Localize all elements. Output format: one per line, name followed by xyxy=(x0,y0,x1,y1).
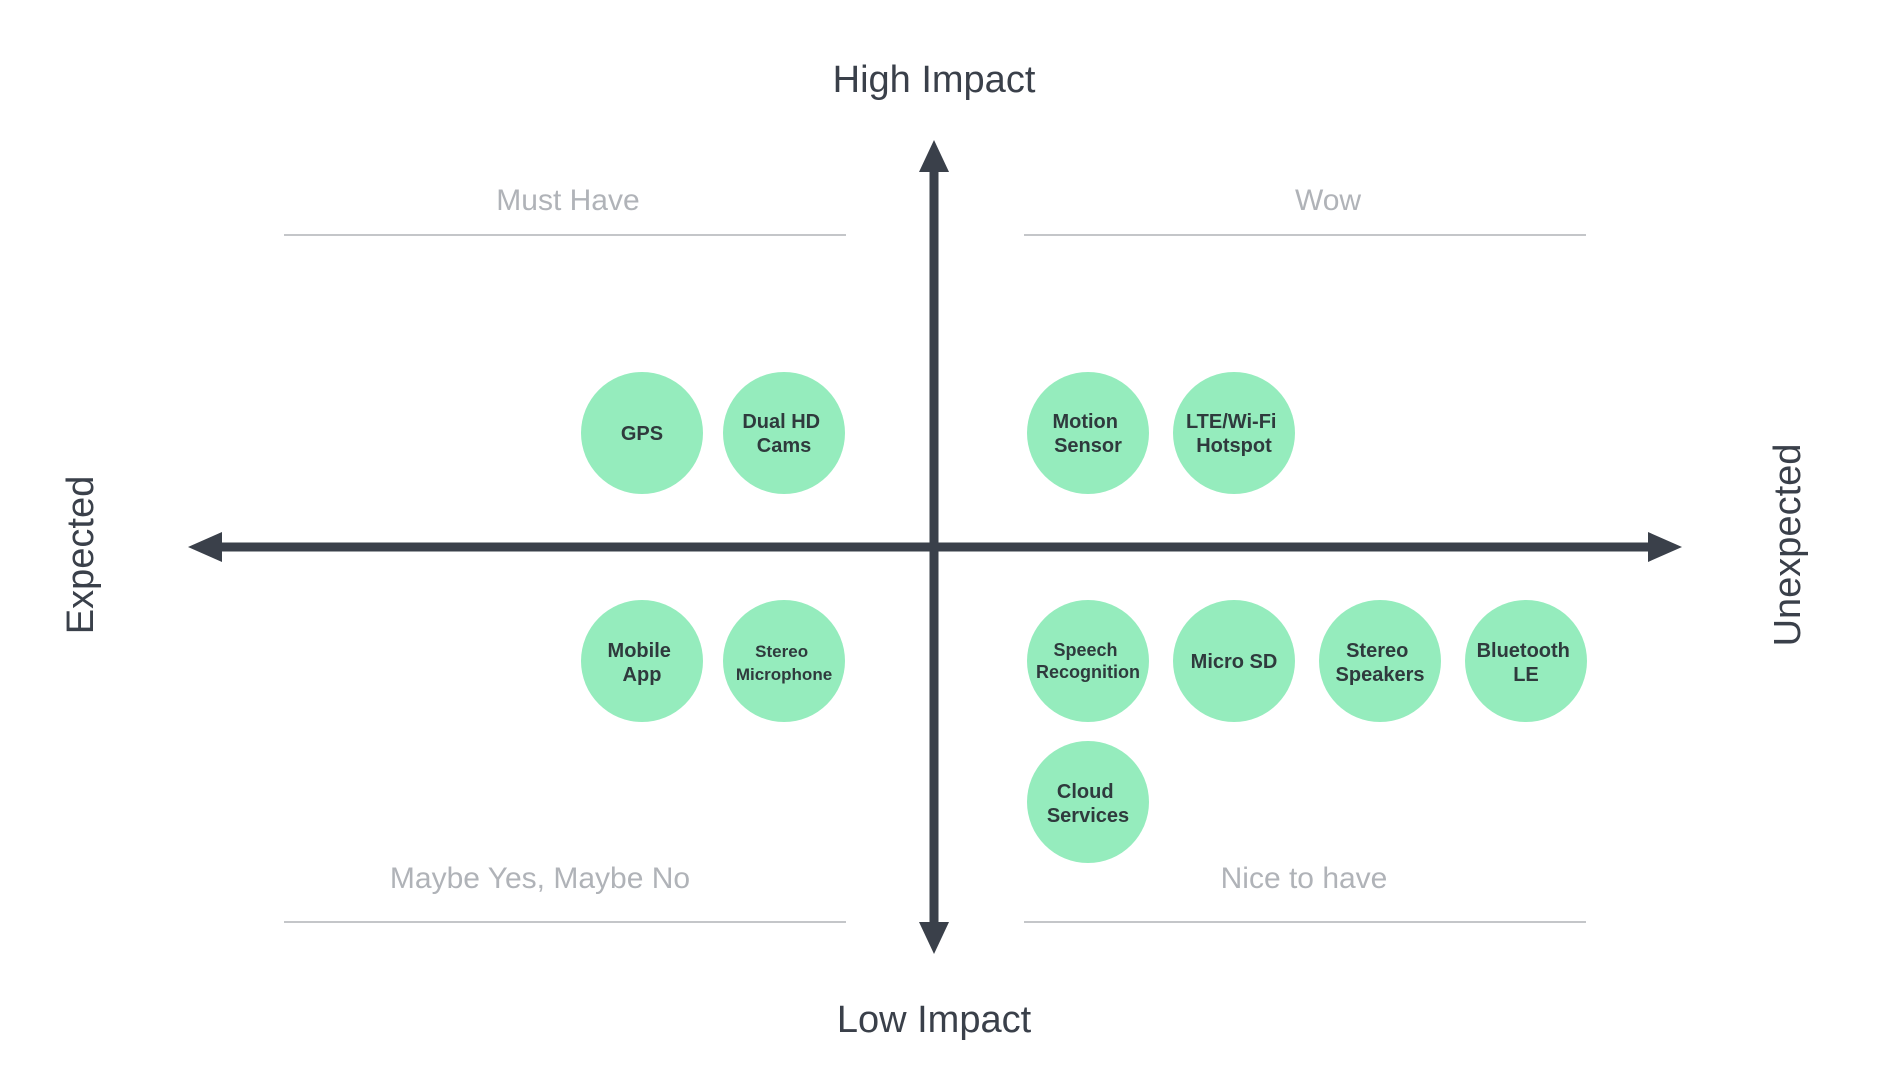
feature-bubble-stereo-microphone: Stereo Microphone xyxy=(723,600,845,722)
svg-text:Micro SD: Micro SD xyxy=(1191,651,1278,673)
svg-text:Stereo Speakers: Stereo Speakers xyxy=(1336,640,1425,686)
svg-text:Stereo Microphone: Stereo Microphone xyxy=(736,642,832,684)
feature-bubble-gps: GPS xyxy=(581,372,703,494)
feature-label-dual-hd-cams-line2: Cams xyxy=(757,435,811,457)
quadrant-title-maybe: Maybe Yes, Maybe No xyxy=(390,862,690,895)
axis-label-high-impact: High Impact xyxy=(833,59,1036,101)
feature-label-dual-hd-cams-line1: Dual HD xyxy=(742,411,820,433)
svg-text:LTE/Wi-Fi Hotspot: LTE/Wi-Fi Hotspot xyxy=(1186,411,1282,457)
feature-label-micro-sd: Micro SD xyxy=(1191,651,1278,673)
feature-label-stereo-speakers-line2: Speakers xyxy=(1336,664,1425,686)
quadrant-title-wow: Wow xyxy=(1295,184,1361,217)
feature-label-motion-sensor-line2: Sensor xyxy=(1054,435,1122,457)
feature-label-cloud-services-line1: Cloud xyxy=(1057,781,1114,803)
svg-text:Cloud Services: Cloud Services xyxy=(1047,781,1129,827)
feature-bubble-speech-recognition: Speech Recognition xyxy=(1027,600,1149,722)
svg-text:Bluetooth LE: Bluetooth LE xyxy=(1477,640,1576,686)
feature-label-speech-recognition-line1: Speech xyxy=(1053,640,1117,660)
feature-bubble-mobile-app: Mobile App xyxy=(581,600,703,722)
feature-bubble-motion-sensor: Motion Sensor xyxy=(1027,372,1149,494)
svg-text:Speech Recognition: Speech Recognition xyxy=(1036,640,1140,682)
svg-text:Dual HD Cams: Dual HD Cams xyxy=(742,411,825,457)
feature-bubble-lte-wifi-hotspot: LTE/Wi-Fi Hotspot xyxy=(1173,372,1295,494)
feature-label-stereo-speakers-line1: Stereo xyxy=(1346,640,1408,662)
quadrant-title-nice-to-have: Nice to have xyxy=(1221,862,1388,895)
feature-bubble-bluetooth-le: Bluetooth LE xyxy=(1465,600,1587,722)
feature-bubble-micro-sd: Micro SD xyxy=(1173,600,1295,722)
feature-label-lte-wifi-hotspot-line1: LTE/Wi-Fi xyxy=(1186,411,1277,433)
feature-label-lte-wifi-hotspot-line2: Hotspot xyxy=(1196,435,1272,457)
axis-arrow-left-icon xyxy=(188,532,222,562)
feature-label-mobile-app-line1: Mobile xyxy=(608,640,671,662)
feature-bubble-stereo-speakers: Stereo Speakers xyxy=(1319,600,1441,722)
feature-bubble-cloud-services: Cloud Services xyxy=(1027,741,1149,863)
axis-label-low-impact: Low Impact xyxy=(837,999,1032,1041)
axis-label-unexpected: Unexpected xyxy=(1767,444,1809,647)
quadrant-title-must-have: Must Have xyxy=(496,184,639,217)
svg-text:Mobile App: Mobile App xyxy=(608,640,677,686)
feature-label-cloud-services-line2: Services xyxy=(1047,805,1129,827)
axis-arrow-right-icon xyxy=(1648,532,1682,562)
svg-text:Motion Sensor: Motion Sensor xyxy=(1052,411,1123,457)
feature-label-gps: GPS xyxy=(621,423,663,445)
svg-text:GPS: GPS xyxy=(621,423,663,445)
axis-arrow-up-icon xyxy=(919,140,949,172)
feature-label-stereo-microphone-line1: Stereo xyxy=(755,642,808,661)
axis-label-expected: Expected xyxy=(60,476,102,634)
feature-label-stereo-microphone-line2: Microphone xyxy=(736,665,832,684)
axis-arrow-down-icon xyxy=(919,922,949,954)
feature-bubble-dual-hd-cams: Dual HD Cams xyxy=(723,372,845,494)
feature-label-bluetooth-le-line2: LE xyxy=(1513,664,1539,686)
feature-label-bluetooth-le-line1: Bluetooth xyxy=(1477,640,1570,662)
feature-label-speech-recognition-line2: Recognition xyxy=(1036,662,1140,682)
feature-label-motion-sensor-line1: Motion xyxy=(1052,411,1118,433)
feature-label-mobile-app-line2: App xyxy=(623,664,662,686)
